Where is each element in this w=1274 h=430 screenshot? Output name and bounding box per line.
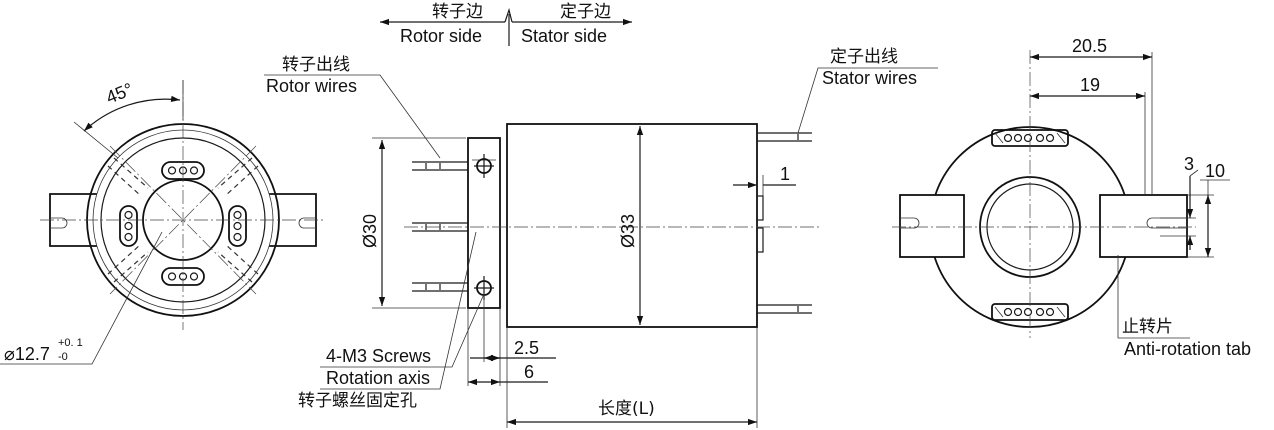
stator-end-view: 20.5 19 3 10 止转片 Anti-rotation tab (892, 36, 1251, 359)
terminal-pad-left (119, 205, 138, 247)
body-diameter: Ø33 (618, 214, 638, 248)
dimension-6: 6 (524, 362, 534, 382)
dimension-10: 10 (1205, 161, 1225, 181)
stator-side-cn-label: 定子边 (560, 2, 611, 22)
rotor-side-cn-label: 转子边 (432, 2, 483, 22)
screws-label: 4-M3 Screws (326, 346, 431, 366)
stator-wires-cn-label: 定子出线 (830, 47, 898, 67)
rotation-axis-label: Rotation axis (326, 368, 430, 388)
dimension-3: 3 (1184, 154, 1194, 174)
rotor-wires-label: Rotor wires (266, 76, 357, 96)
bore-dimension: ⌀12.7 (4, 344, 50, 364)
dimension-2-5: 2.5 (514, 338, 539, 358)
rotor-end-view: 45° ⌀12.7 +0. 1 -0 (0, 79, 326, 365)
stator-wires-label: Stator wires (822, 68, 917, 88)
body (506, 123, 758, 328)
stator-wire-bottom (757, 304, 812, 314)
stator-side-label: Stator side (521, 26, 607, 46)
side-view: 转子出线 Rotor wires (264, 47, 938, 428)
dimension-20-5: 20.5 (1072, 36, 1107, 56)
screw-hole-cn-label: 转子螺丝固定孔 (298, 391, 417, 411)
terminal-pad-right (228, 205, 247, 247)
bore-tolerance-lower: -0 (58, 351, 68, 363)
side-indicator: 转子边 Rotor side 定子边 Stator side (380, 2, 632, 46)
angle-dimension: 45° (103, 79, 136, 108)
screw-top (474, 154, 494, 178)
length-dimension: 长度(L) (598, 399, 655, 419)
stator-wire-top (757, 132, 812, 142)
flange-diameter: Ø30 (360, 214, 380, 248)
tab-label: Anti-rotation tab (1124, 339, 1251, 359)
rotor-side-label: Rotor side (400, 26, 482, 46)
dimension-19: 19 (1080, 75, 1100, 95)
dimension-1: 1 (780, 164, 790, 184)
bore-tolerance-upper: +0. 1 (58, 337, 83, 349)
rotor-wire-top (412, 161, 468, 171)
left-tab (899, 194, 965, 258)
anti-rotation-tab (1099, 194, 1188, 258)
rotor-wires-cn-label: 转子出线 (282, 55, 350, 75)
tab-cn-label: 止转片 (1122, 317, 1173, 337)
rotor-wire-bottom (412, 282, 468, 292)
